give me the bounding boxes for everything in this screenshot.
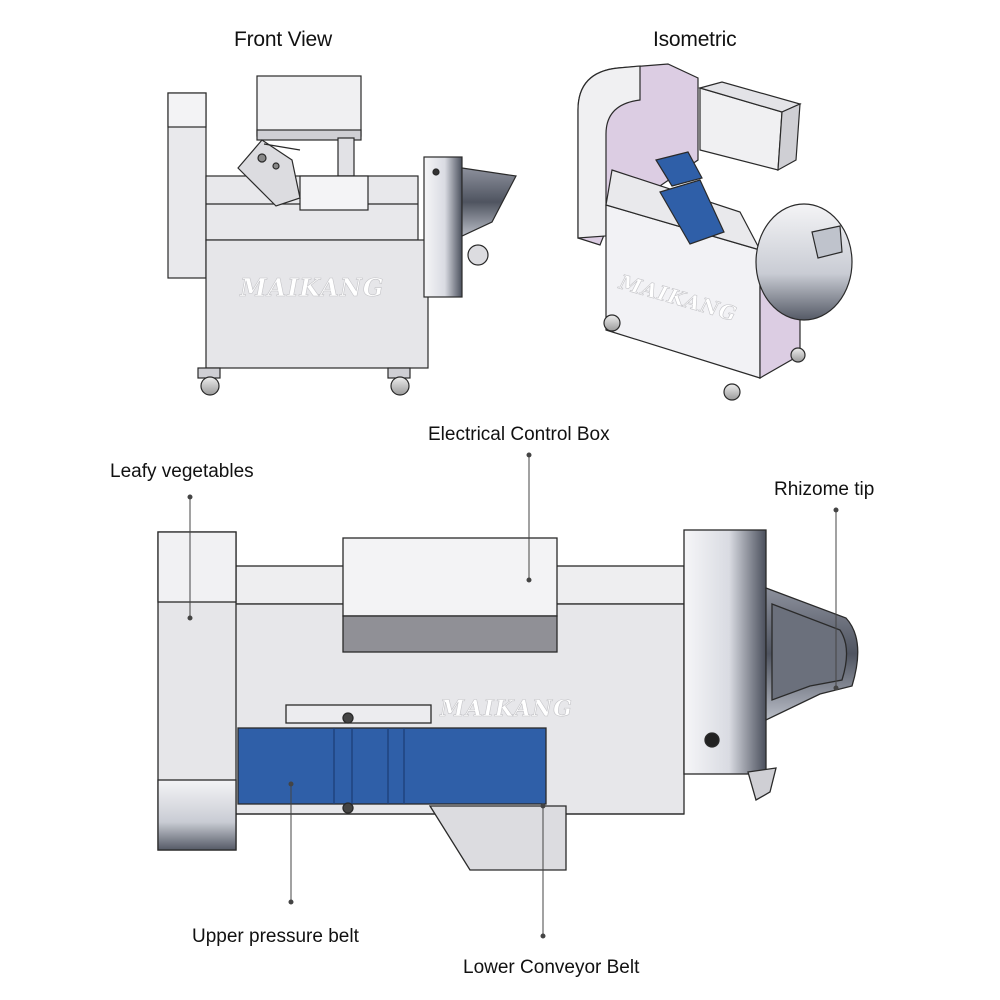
electrical-control-box-shape	[342, 537, 558, 617]
leader-lines	[187, 452, 839, 939]
top-brand-watermark: MAIKANG	[439, 696, 573, 722]
callout-upper-pressure-belt: Upper pressure belt	[192, 926, 359, 947]
lower-conveyor-belt-shape	[428, 805, 567, 871]
isometric-drawing	[577, 63, 853, 401]
front-brand-watermark: MAIKANG	[239, 273, 384, 302]
callout-rhizome-tip: Rhizome tip	[774, 479, 875, 500]
callout-leafy-vegetables: Leafy vegetables	[110, 461, 254, 482]
top-view-drawing	[157, 529, 859, 871]
front-view-title: Front View	[234, 28, 332, 51]
front-view-drawing	[167, 75, 517, 396]
callout-electrical-control-box: Electrical Control Box	[428, 424, 610, 445]
callout-lower-conveyor-belt: Lower Conveyor Belt	[463, 957, 640, 978]
upper-pressure-belt-shape	[237, 727, 547, 805]
isometric-title: Isometric	[653, 28, 737, 51]
